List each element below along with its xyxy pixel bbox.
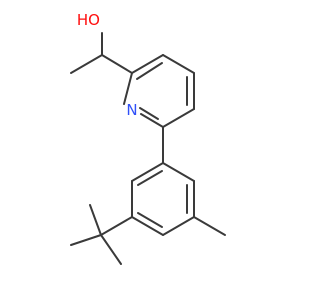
structure-canvas: HO N [70, 11, 226, 265]
phenyl-bond-6-1 [162, 162, 195, 182]
phenyl-bond-1-2-inner [137, 170, 163, 186]
pyridine-bond-c2-c3-inner [136, 62, 163, 80]
bond-tbutyl-me-left [70, 234, 102, 246]
pyridine-bond-c6-n-inner [139, 107, 159, 120]
pyridine-nitrogen-label: N [126, 101, 137, 119]
bond-tbutyl-me-top [89, 204, 102, 236]
phenyl-bond-1-2 [131, 162, 164, 182]
hydroxyl-label: HO [77, 11, 100, 29]
pyridine-bond-c2-c3 [131, 54, 164, 74]
pyridine-bond-n-c2 [123, 72, 133, 105]
molecule-diagram: HO N [70, 11, 226, 265]
bond-tbutyl-me-bottom [100, 234, 122, 265]
phenyl-bond-3-4-inner [137, 212, 163, 228]
bond-tbutyl-quaternary [100, 216, 133, 236]
bond-c-ring [101, 54, 133, 74]
phenyl-bond-3-4 [131, 216, 164, 236]
pyridine-bond-c3-c4 [162, 54, 195, 74]
pyridine-bond-c6-n [140, 113, 164, 128]
bond-c-methyl [70, 54, 103, 74]
pyridine-bond-c5-c6 [162, 108, 195, 128]
bond-methyl [193, 216, 226, 236]
phenyl-bond-4-5 [162, 216, 195, 236]
